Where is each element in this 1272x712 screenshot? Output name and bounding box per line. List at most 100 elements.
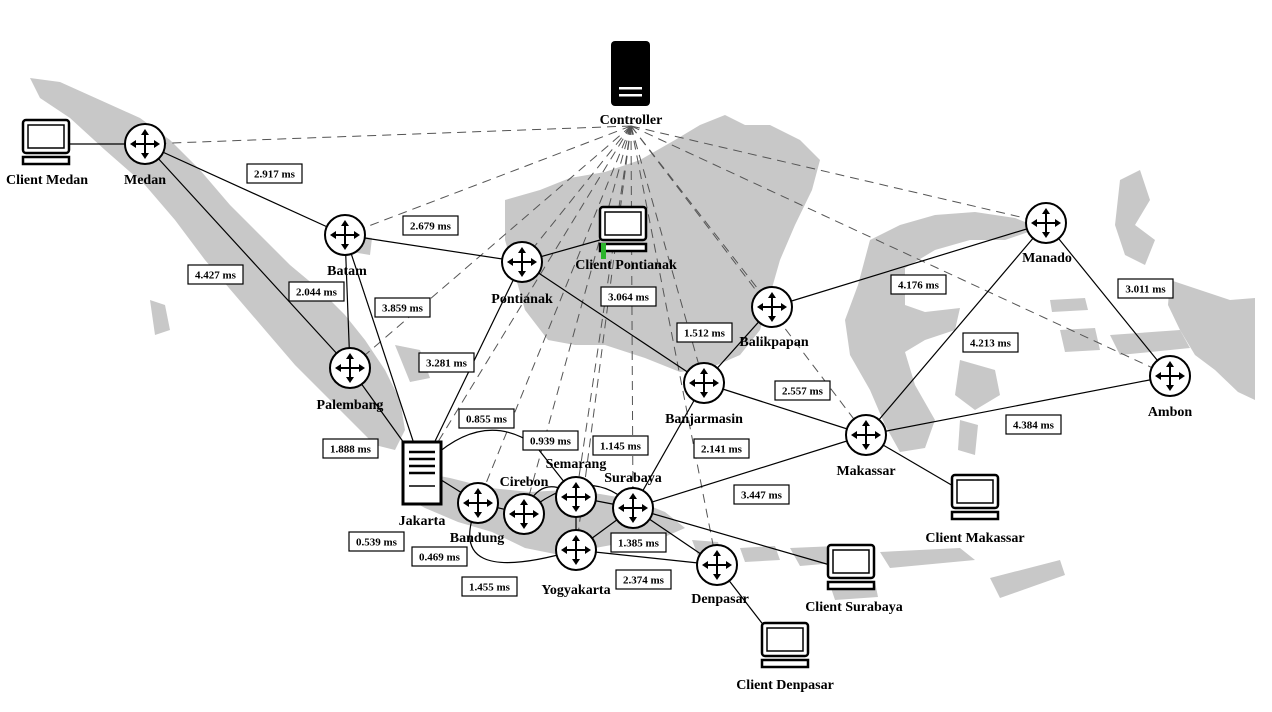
- batam-label: Batam: [327, 264, 367, 279]
- client-makassar-icon: [950, 473, 1000, 521]
- sumatra-island: [30, 78, 405, 450]
- svg-text:2.917 ms: 2.917 ms: [254, 169, 296, 181]
- router-banjarmasin-icon: [683, 362, 725, 404]
- semarang-label: Semarang: [546, 457, 607, 472]
- client-pontianak-label: Client Pontianak: [575, 258, 677, 273]
- makassar-label: Makassar: [836, 464, 895, 479]
- latency-pontianak-jakarta: 3.281 ms: [418, 352, 475, 373]
- bandung-label: Bandung: [450, 531, 504, 546]
- latency-palembang-jakarta: 1.888 ms: [322, 438, 379, 459]
- latency-manado-makassar: 4.213 ms: [962, 332, 1019, 353]
- palembang-label: Palembang: [317, 398, 384, 413]
- manado-label: Manado: [1022, 251, 1072, 266]
- cirebon-label: Cirebon: [500, 475, 549, 490]
- client-medan-icon: [21, 118, 71, 166]
- flores-island: [880, 548, 975, 568]
- surabaya-label: Surabaya: [604, 471, 662, 486]
- svg-text:3.011 ms: 3.011 ms: [1125, 284, 1166, 296]
- latency-semarang-surabaya: 1.145 ms: [592, 435, 649, 456]
- client-pontianak-icon: [598, 205, 648, 259]
- latency-medan-palembang: 4.427 ms: [187, 264, 244, 285]
- jakarta-server: [401, 440, 443, 506]
- latency-batam-palembang: 2.044 ms: [288, 281, 345, 302]
- client-medan-label: Client Medan: [6, 173, 88, 188]
- seram-island: [1110, 330, 1190, 355]
- router-medan-icon: [124, 123, 166, 165]
- router-palembang-icon: [329, 347, 371, 389]
- router-balikpapan-icon: [751, 286, 793, 328]
- client-surabaya-icon: [826, 543, 876, 591]
- svg-text:2.044 ms: 2.044 ms: [296, 287, 338, 299]
- borneo-island: [505, 115, 820, 372]
- svg-text:1.145 ms: 1.145 ms: [600, 441, 642, 453]
- svg-text:3.859 ms: 3.859 ms: [382, 303, 424, 315]
- svg-text:2.679 ms: 2.679 ms: [410, 221, 452, 233]
- latency-banjarmasin-makassar: 2.557 ms: [774, 380, 831, 401]
- latency-surabaya-makassar: 3.447 ms: [733, 484, 790, 505]
- client-makassar-label: Client Makassar: [925, 531, 1024, 546]
- router-batam-icon: [324, 214, 366, 256]
- svg-text:1.385 ms: 1.385 ms: [618, 538, 660, 550]
- buru-island: [1060, 328, 1100, 352]
- yogyakarta-label: Yogyakarta: [541, 583, 610, 598]
- latency-surabaya-banjarmasin: 2.141 ms: [693, 438, 750, 459]
- svg-text:3.447 ms: 3.447 ms: [741, 490, 783, 502]
- ambon-label: Ambon: [1148, 405, 1193, 420]
- router-cirebon-icon: [503, 493, 545, 535]
- latency-yogyakarta-denpasar: 2.374 ms: [615, 569, 672, 590]
- client-denpasar-label: Client Denpasar: [736, 678, 834, 693]
- router-semarang-icon: [555, 476, 597, 518]
- latency-medan-batam: 2.917 ms: [246, 163, 303, 184]
- jakarta-label: Jakarta: [399, 514, 446, 529]
- router-makassar-icon: [845, 414, 887, 456]
- router-manado-icon: [1025, 202, 1067, 244]
- latency-jakarta-semarang: 0.855 ms: [458, 408, 515, 429]
- latency-manado-ambon: 3.011 ms: [1117, 278, 1174, 299]
- controller-server: [611, 41, 650, 106]
- svg-text:4.427 ms: 4.427 ms: [195, 270, 237, 282]
- latency-balikpapan-manado: 4.176 ms: [890, 274, 947, 295]
- svg-text:4.176 ms: 4.176 ms: [898, 280, 940, 292]
- balikpapan-label: Balikpapan: [739, 335, 808, 350]
- sulawesi-east-arm: [955, 360, 1000, 410]
- latency-batam-pontianak: 2.679 ms: [402, 215, 459, 236]
- svg-text:0.855 ms: 0.855 ms: [466, 414, 508, 426]
- sumatra-islet: [150, 300, 170, 335]
- svg-text:2.141 ms: 2.141 ms: [701, 444, 743, 456]
- svg-text:2.557 ms: 2.557 ms: [782, 386, 824, 398]
- latency-batam-jakarta: 3.859 ms: [374, 297, 431, 318]
- controller-label: Controller: [600, 113, 663, 128]
- router-ambon-icon: [1149, 355, 1191, 397]
- sula-island: [1050, 298, 1088, 312]
- latency-bandung-yogyakarta: 1.455 ms: [461, 576, 518, 597]
- svg-text:1.512 ms: 1.512 ms: [684, 328, 726, 340]
- network-links: [70, 143, 1171, 641]
- latency-jakarta-bandung: 0.539 ms: [348, 531, 405, 552]
- svg-text:3.281 ms: 3.281 ms: [426, 358, 468, 370]
- svg-text:4.213 ms: 4.213 ms: [970, 338, 1012, 350]
- latency-yogyakarta-surabaya: 1.385 ms: [610, 532, 667, 553]
- timor-island: [990, 560, 1065, 598]
- pontianak-label: Pontianak: [491, 292, 553, 307]
- latency-banjarmasin-balikpapan: 1.512 ms: [676, 322, 733, 343]
- svg-text:0.939 ms: 0.939 ms: [530, 436, 572, 448]
- svg-text:1.888 ms: 1.888 ms: [330, 444, 372, 456]
- latency-bandung-cirebon: 0.469 ms: [411, 546, 468, 567]
- papua-island: [1168, 280, 1255, 400]
- latency-makassar-ambon: 4.384 ms: [1005, 414, 1062, 435]
- lombok-island: [740, 546, 780, 562]
- svg-text:2.374 ms: 2.374 ms: [623, 575, 665, 587]
- router-yogyakarta-icon: [555, 529, 597, 571]
- router-bandung-icon: [457, 482, 499, 524]
- svg-text:4.384 ms: 4.384 ms: [1013, 420, 1055, 432]
- svg-text:0.539 ms: 0.539 ms: [356, 537, 398, 549]
- svg-text:0.469 ms: 0.469 ms: [419, 552, 461, 564]
- buton-island: [958, 420, 978, 455]
- router-surabaya-icon: [612, 487, 654, 529]
- router-denpasar-icon: [696, 544, 738, 586]
- latency-pontianak-banjarmasin: 3.064 ms: [600, 286, 657, 307]
- medan-label: Medan: [124, 173, 166, 188]
- router-pontianak-icon: [501, 241, 543, 283]
- svg-text:3.064 ms: 3.064 ms: [608, 292, 650, 304]
